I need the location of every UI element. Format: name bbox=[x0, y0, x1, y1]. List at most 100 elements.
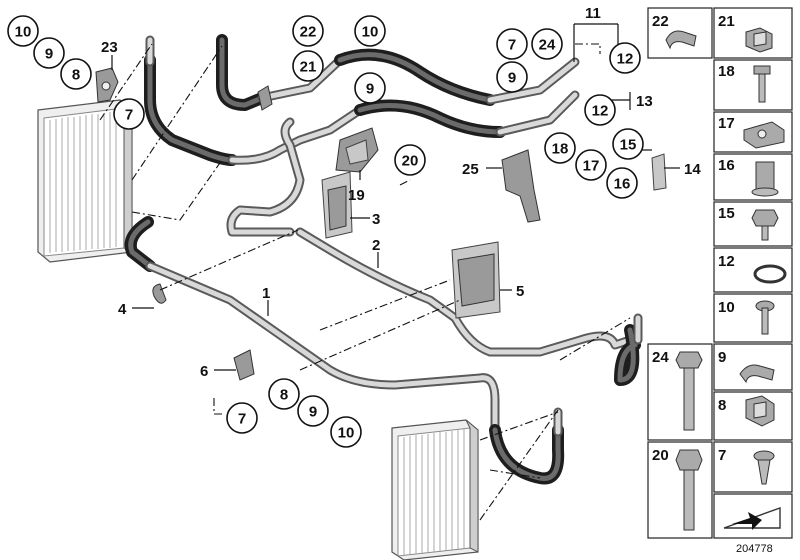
svg-text:12: 12 bbox=[617, 51, 634, 68]
parts-legend: 22 21 18 17 16 15 bbox=[647, 7, 793, 539]
callout-7-top-right: 7 bbox=[496, 28, 528, 60]
legend-label-8: 8 bbox=[718, 397, 726, 414]
callout-22-top: 22 bbox=[292, 15, 324, 47]
callout-20: 20 bbox=[394, 144, 426, 176]
label-25: 25 bbox=[462, 161, 479, 178]
expanding-rivet-icon bbox=[753, 450, 775, 485]
lower-oil-cooler bbox=[391, 419, 479, 560]
legend-label-18: 18 bbox=[718, 63, 735, 80]
callout-7-top-left: 7 bbox=[113, 98, 145, 130]
callout-9-top-left: 9 bbox=[33, 37, 65, 69]
callout-12-right: 12 bbox=[584, 94, 616, 126]
o-ring-icon bbox=[753, 264, 787, 284]
svg-text:18: 18 bbox=[552, 141, 569, 158]
callout-16: 16 bbox=[606, 167, 638, 199]
bracket-6 bbox=[233, 349, 255, 381]
svg-text:20: 20 bbox=[402, 153, 419, 170]
label-1: 1 bbox=[262, 285, 270, 302]
callout-10-top: 10 bbox=[354, 15, 386, 47]
svg-text:16: 16 bbox=[614, 176, 631, 193]
arrow-icon bbox=[723, 507, 781, 530]
svg-text:12: 12 bbox=[592, 103, 609, 120]
pipe-2 bbox=[295, 227, 643, 386]
svg-text:10: 10 bbox=[338, 425, 355, 442]
double-clamp-icon bbox=[743, 121, 785, 149]
clamp-icon bbox=[745, 395, 775, 427]
callout-9-top-right: 9 bbox=[496, 61, 528, 93]
callout-15: 15 bbox=[612, 128, 644, 160]
bracket-19 bbox=[335, 127, 379, 173]
callout-10-top-left: 10 bbox=[7, 15, 39, 47]
svg-text:9: 9 bbox=[45, 46, 53, 63]
bolt-icon bbox=[753, 65, 771, 103]
callout-12-top-right: 12 bbox=[609, 42, 641, 74]
label-6: 6 bbox=[200, 363, 208, 380]
svg-text:17: 17 bbox=[583, 158, 600, 175]
bracket-23 bbox=[95, 67, 119, 103]
middle-hose-loop bbox=[226, 117, 305, 237]
callout-24-top-right: 24 bbox=[531, 28, 563, 60]
callout-21-top: 21 bbox=[292, 50, 324, 82]
svg-text:15: 15 bbox=[620, 137, 637, 154]
label-19: 19 bbox=[348, 187, 365, 204]
screw-icon bbox=[755, 300, 775, 335]
diagram-id: 204778 bbox=[736, 543, 773, 555]
legend-label-10: 10 bbox=[718, 299, 735, 316]
bracket-25 bbox=[501, 149, 541, 223]
svg-text:7: 7 bbox=[238, 411, 246, 428]
nut-icon bbox=[751, 161, 779, 197]
hex-bolt-icon bbox=[675, 449, 703, 531]
label-3: 3 bbox=[372, 211, 380, 228]
label-2: 2 bbox=[372, 237, 380, 254]
svg-text:9: 9 bbox=[508, 70, 516, 87]
long-bolt-icon bbox=[675, 351, 703, 431]
callout-8-top-left: 8 bbox=[60, 58, 92, 90]
svg-text:10: 10 bbox=[15, 24, 32, 41]
clip-icon bbox=[739, 364, 775, 384]
label-5: 5 bbox=[516, 283, 524, 300]
clamp-icon bbox=[745, 27, 773, 53]
callout-9-top-middle: 9 bbox=[354, 72, 386, 104]
upper-left-hose bbox=[144, 35, 238, 166]
legend-label-16: 16 bbox=[718, 157, 735, 174]
svg-text:24: 24 bbox=[539, 37, 556, 54]
svg-text:8: 8 bbox=[72, 67, 80, 84]
legend-label-21: 21 bbox=[718, 13, 735, 30]
svg-text:9: 9 bbox=[309, 404, 317, 421]
clip-icon bbox=[665, 30, 697, 50]
legend-label-15: 15 bbox=[718, 205, 735, 222]
upper-oil-cooler bbox=[37, 99, 133, 263]
clip-4 bbox=[152, 283, 167, 304]
callout-7-bottom: 7 bbox=[226, 402, 258, 434]
label-11: 11 bbox=[585, 5, 601, 22]
legend-label-22: 22 bbox=[652, 13, 669, 30]
callout-17: 17 bbox=[575, 149, 607, 181]
label-13: 13 bbox=[636, 93, 653, 110]
svg-text:21: 21 bbox=[300, 59, 317, 76]
callout-9-bottom: 9 bbox=[297, 395, 329, 427]
svg-text:22: 22 bbox=[300, 24, 317, 41]
leader-lines bbox=[111, 23, 680, 371]
label-4: 4 bbox=[118, 301, 127, 318]
bracket-14 bbox=[651, 153, 667, 191]
bracket-3 bbox=[321, 171, 353, 239]
legend-label-12: 12 bbox=[718, 253, 735, 270]
svg-text:9: 9 bbox=[366, 81, 374, 98]
bracket-5 bbox=[451, 241, 501, 319]
legend-label-20: 20 bbox=[652, 447, 669, 464]
callout-8-bottom: 8 bbox=[268, 378, 300, 410]
svg-text:7: 7 bbox=[508, 37, 516, 54]
assembly-lines bbox=[99, 43, 631, 521]
callout-18: 18 bbox=[544, 132, 576, 164]
upper-feed-line bbox=[227, 90, 580, 165]
legend-label-17: 17 bbox=[718, 115, 735, 132]
clip-upper bbox=[257, 85, 273, 111]
legend-label-7: 7 bbox=[718, 447, 726, 464]
callout-10-bottom: 10 bbox=[330, 416, 362, 448]
hex-bolt-icon bbox=[751, 209, 779, 241]
svg-text:8: 8 bbox=[280, 387, 288, 404]
legend-label-9: 9 bbox=[718, 349, 726, 366]
svg-text:7: 7 bbox=[125, 107, 133, 124]
label-14: 14 bbox=[684, 161, 701, 178]
label-23: 23 bbox=[101, 39, 118, 56]
